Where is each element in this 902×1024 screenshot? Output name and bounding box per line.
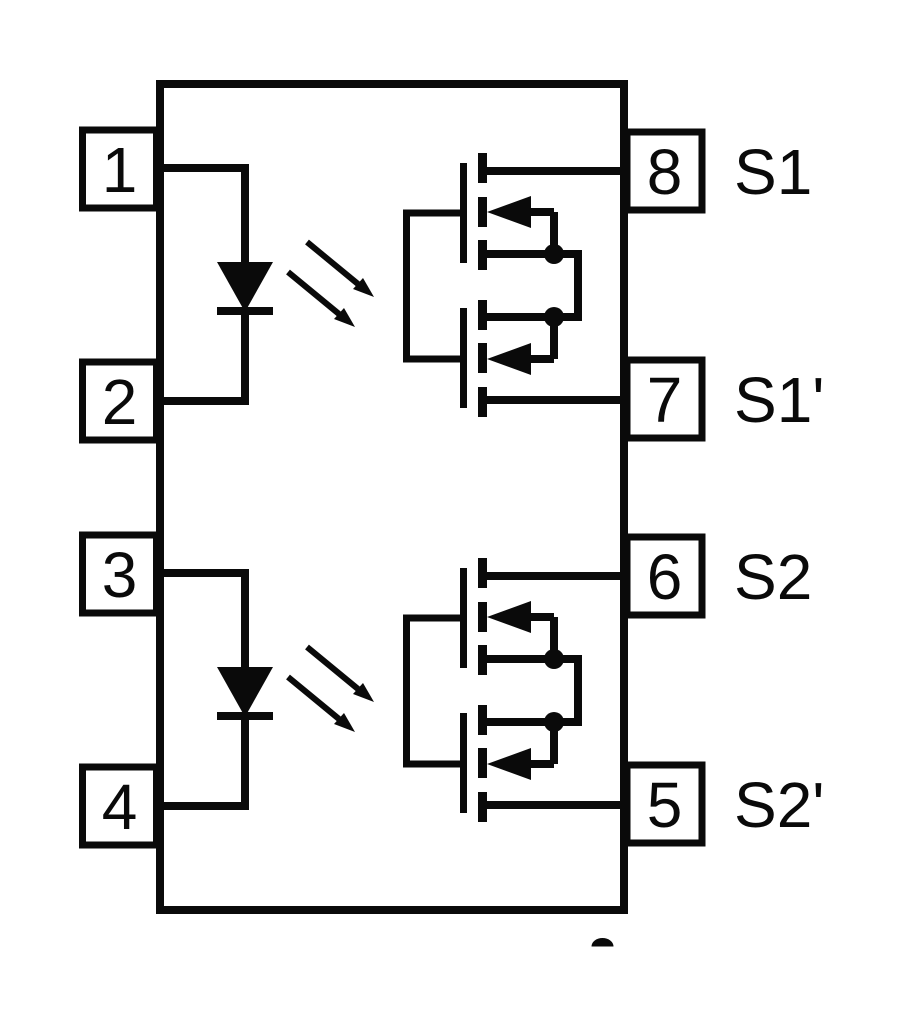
pin-7-label: S1' <box>734 364 825 436</box>
mosfet-output-channel-2 <box>403 558 630 822</box>
pin-1-number: 1 <box>102 134 138 206</box>
ic-body-outline <box>156 80 628 914</box>
pin-4: 4 <box>79 763 160 849</box>
pin-8-label: S1 <box>734 136 812 208</box>
pin-7: 7 <box>623 356 706 442</box>
ic-pins-right: 8 7 6 5 <box>623 128 706 847</box>
pin-6-box <box>623 533 706 619</box>
pin-6: 6 <box>623 533 706 619</box>
ic-pins-left: 1 2 3 4 <box>79 126 160 849</box>
mosfet-output-channel-1 <box>403 153 630 417</box>
led-channel-2 <box>153 569 374 806</box>
pin-4-number: 4 <box>102 771 138 843</box>
pin-6-label: S2 <box>734 541 812 613</box>
pin-6-number: 6 <box>647 541 683 613</box>
pin-function-labels: S1 S1' S2 S2' <box>734 136 825 841</box>
pin-5: 5 <box>623 761 706 847</box>
pin-2-number: 2 <box>102 366 138 438</box>
pin-2: 2 <box>79 358 160 444</box>
pin-1-box <box>79 126 160 212</box>
pin-3-number: 3 <box>102 539 138 611</box>
pin-3: 3 <box>79 531 160 617</box>
pin-2-box <box>79 358 160 444</box>
led-channel-1 <box>153 164 374 401</box>
pin-1: 1 <box>79 126 160 212</box>
pin-5-number: 5 <box>647 769 683 841</box>
pin-7-number: 7 <box>647 364 683 436</box>
pin-8-number: 8 <box>647 136 683 208</box>
pin-8: 8 <box>623 128 706 214</box>
cropped-glyph-artifact <box>591 938 614 947</box>
pin-5-label: S2' <box>734 769 825 841</box>
pin-3-box <box>79 531 160 617</box>
